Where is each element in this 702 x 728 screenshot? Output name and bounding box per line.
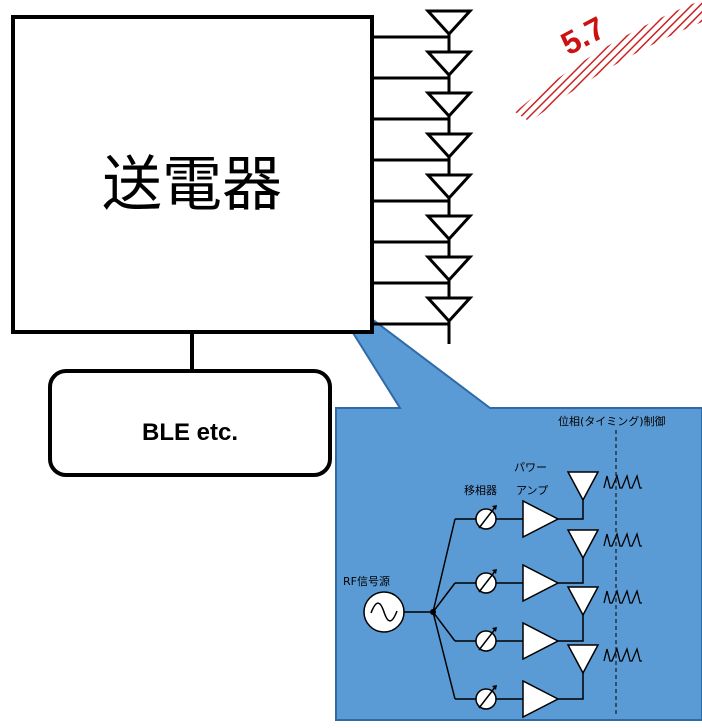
antenna-element bbox=[424, 132, 474, 160]
power-amp-icon bbox=[522, 621, 560, 661]
waveform-icon bbox=[603, 531, 642, 547]
ble-label: BLE etc. bbox=[142, 419, 238, 446]
antenna-icon bbox=[566, 471, 600, 502]
phased-array-schematic: 位相(タイミング)制御 パワー 移相器 アンプ RF信号源 bbox=[343, 414, 666, 719]
tx-chain bbox=[432, 586, 642, 661]
power-amp-icon bbox=[522, 679, 560, 719]
antenna-icon bbox=[372, 50, 474, 98]
arrowhead-icon bbox=[492, 685, 497, 690]
transmitter-label: 送電器 bbox=[102, 150, 282, 220]
arrowhead-icon bbox=[492, 627, 497, 632]
antenna-icon bbox=[372, 255, 474, 303]
tx-chain bbox=[432, 471, 642, 613]
antenna-icon bbox=[372, 173, 474, 221]
antenna-element bbox=[424, 296, 474, 324]
power-amp-icon bbox=[522, 563, 560, 603]
waveform-icon bbox=[603, 588, 642, 604]
amp-to-antenna bbox=[558, 615, 584, 642]
waveform-icon bbox=[603, 646, 642, 662]
tx-chain bbox=[432, 529, 642, 613]
antenna-icon bbox=[372, 296, 474, 344]
phase-shifter-arrow bbox=[478, 505, 497, 529]
antenna-element bbox=[424, 91, 474, 119]
antenna-element bbox=[424, 9, 474, 37]
callout-panel bbox=[319, 279, 702, 721]
sine-wave-icon bbox=[370, 602, 398, 622]
ble-box bbox=[48, 369, 332, 477]
beam-hatch bbox=[515, 0, 702, 122]
antenna-icon bbox=[566, 529, 600, 560]
antenna-icon bbox=[372, 214, 474, 262]
tx-chain bbox=[432, 611, 642, 719]
branch-line bbox=[432, 611, 456, 700]
phase-shifter-label: 移相器 bbox=[464, 484, 497, 497]
phase-shifter-arrow bbox=[478, 569, 497, 593]
branch-line bbox=[432, 582, 456, 613]
antenna-element bbox=[424, 173, 474, 201]
antenna-element bbox=[424, 214, 474, 242]
amp-to-antenna bbox=[558, 500, 584, 520]
amp-to-antenna bbox=[558, 558, 584, 584]
power-amp-icon bbox=[522, 499, 560, 539]
antenna-array bbox=[372, 9, 474, 344]
callout-pointer bbox=[319, 279, 702, 721]
waveform-icon bbox=[603, 473, 642, 489]
power-amp-label-line1: パワー bbox=[514, 461, 547, 474]
arrowhead-icon bbox=[492, 569, 497, 574]
tx-chains bbox=[432, 471, 642, 719]
arrowhead-icon bbox=[492, 505, 497, 510]
antenna-icon bbox=[372, 91, 474, 139]
antenna-element bbox=[424, 50, 474, 78]
branch-line bbox=[432, 611, 456, 642]
antenna-icon bbox=[566, 586, 600, 617]
phase-shifter-arrow bbox=[478, 627, 497, 651]
branch-line bbox=[432, 518, 456, 613]
antenna-element bbox=[424, 255, 474, 283]
phase-control-label: 位相(タイミング)制御 bbox=[558, 414, 666, 428]
phase-shifter-arrow bbox=[478, 685, 497, 709]
amp-to-antenna bbox=[558, 673, 584, 700]
antenna-icon bbox=[372, 132, 474, 180]
transmitter-box bbox=[11, 15, 374, 334]
antenna-icon bbox=[566, 644, 600, 675]
antenna-icon bbox=[372, 9, 474, 57]
power-amp-label-line2: アンプ bbox=[516, 484, 548, 497]
rf-source-label: RF信号源 bbox=[343, 574, 390, 588]
frequency-beam: 5.7 bbox=[515, 0, 702, 122]
